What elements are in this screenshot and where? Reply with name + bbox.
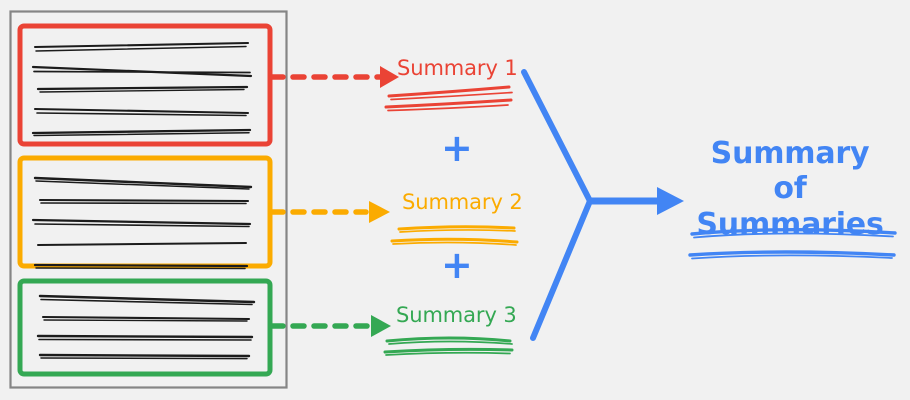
plus-icon-2: + [441, 243, 473, 287]
merge-arrowhead [657, 187, 684, 215]
summary-squiggle-orange [390, 225, 519, 246]
final-summary-title: Summary of Summaries [690, 136, 890, 242]
final-squiggle [688, 228, 897, 260]
dashed-arrow-green [269, 315, 391, 337]
document-frame [9, 10, 288, 389]
document-group-red-box[interactable] [17, 23, 273, 147]
dashed-arrow-red [269, 66, 399, 88]
summary-squiggle-red [384, 85, 513, 112]
plus-icon-1: + [441, 126, 473, 170]
final-summary-line-2: Summaries [696, 206, 884, 242]
merge-arrow [521, 69, 663, 341]
summary-3-label: Summary 3 [396, 303, 517, 327]
summary-1-label: Summary 1 [397, 56, 518, 80]
document-lines-red [31, 41, 253, 137]
document-group-green-box[interactable] [17, 278, 273, 377]
document-group-orange-box[interactable] [17, 155, 273, 269]
summary-2-label: Summary 2 [402, 190, 523, 214]
summary-squiggle-green [383, 336, 514, 356]
document-lines-green [36, 294, 256, 360]
dashed-arrow-orange [269, 201, 390, 223]
final-summary-line-1: Summary of [710, 136, 870, 207]
document-lines-orange [31, 176, 253, 270]
